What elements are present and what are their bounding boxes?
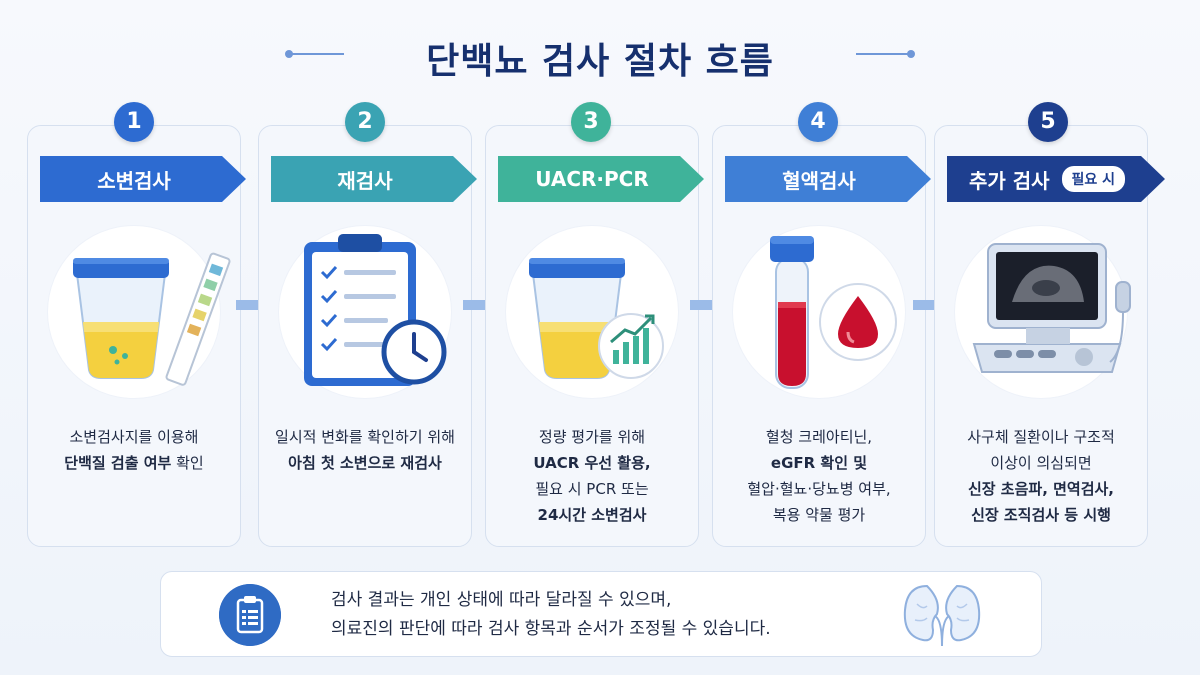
title-decoration-left (290, 53, 344, 55)
page-title: 단백뇨 검사 절차 흐름 (426, 41, 774, 82)
step-label-3: UACR·PCR (535, 167, 649, 191)
step-label-4: 혈액검사 (782, 168, 856, 193)
step-desc-4-line1: 혈청 크레아티닌, (765, 428, 873, 446)
step-label-5: 추가 검사 (968, 168, 1050, 193)
step-desc-5-line3: 신장 초음파, 면역검사, (967, 480, 1115, 498)
step-number-3: 3 (571, 102, 611, 142)
clipboard-checklist-with-clock-icon (304, 234, 447, 386)
step-desc-1-line2: 단백질 검출 여부 확인 (27, 450, 241, 476)
step-desc-2-line2: 아침 첫 소변으로 재검사 (288, 454, 442, 472)
urine-cup-and-test-strip-icon (73, 252, 231, 386)
step-number-2: 2 (345, 102, 385, 142)
title-dot-right (907, 50, 915, 58)
step-desc-4-line4: 복용 약물 평가 (772, 506, 866, 524)
step-desc-3-line3: 필요 시 PCR 또는 (535, 480, 649, 498)
step-banner-2: 재검사 (271, 156, 477, 202)
step-number-5: 5 (1028, 102, 1068, 142)
step-desc-5-line4: 신장 조직검사 등 시행 (971, 506, 1111, 524)
clipboard-icon (219, 584, 281, 646)
step-desc-3-line4: 24시간 소변검사 (537, 506, 647, 524)
title-decoration-right (856, 53, 910, 55)
footer-note: 검사 결과는 개인 상태에 따라 달라질 수 있으며, 의료진의 판단에 따라 … (160, 571, 1042, 657)
step-desc-4-line3: 혈압·혈뇨·당뇨병 여부, (747, 480, 891, 498)
step-banner-4: 혈액검사 (725, 156, 931, 202)
optional-tag: 필요 시 (1062, 166, 1126, 192)
step-desc-1-line1: 소변검사지를 이용해 (69, 428, 199, 446)
footer-line2: 의료진의 판단에 따라 검사 항목과 순서가 조정될 수 있습니다. (331, 619, 771, 639)
urine-cup-with-chart-icon (529, 258, 664, 379)
step-number-1: 1 (114, 102, 154, 142)
step-desc-3-line1: 정량 평가를 위해 (538, 428, 646, 446)
step-desc-1-highlight: 단백질 검출 여부 (64, 454, 172, 472)
title-dot-left (285, 50, 293, 58)
ultrasound-machine-icon (972, 243, 1131, 373)
step-desc-3-line2: UACR 우선 활용, (533, 454, 651, 472)
step-desc-5-line2: 이상이 의심되면 (990, 454, 1092, 472)
step-desc-1-tail: 확인 (171, 454, 204, 472)
step-desc-5: 사구체 질환이나 구조적 이상이 의심되면 신장 초음파, 면역검사, 신장 조… (934, 424, 1148, 528)
footer-line1: 검사 결과는 개인 상태에 따라 달라질 수 있으며, (331, 590, 672, 610)
kidney-icon (903, 584, 981, 647)
step-number-4: 4 (798, 102, 838, 142)
step-label-1: 소변검사 (97, 168, 171, 193)
step-label-2: 재검사 (337, 168, 393, 193)
blood-tube-and-drop-icon (770, 236, 897, 389)
step-banner-5: 추가 검사 필요 시 (947, 156, 1165, 202)
step-desc-5-line1: 사구체 질환이나 구조적 (967, 428, 1115, 446)
title-row: 단백뇨 검사 절차 흐름 (0, 26, 1200, 82)
step-desc-2: 일시적 변화를 확인하기 위해 아침 첫 소변으로 재검사 (258, 424, 472, 476)
step-banner-3: UACR·PCR (498, 156, 704, 202)
step-desc-3: 정량 평가를 위해 UACR 우선 활용, 필요 시 PCR 또는 24시간 소… (485, 424, 699, 528)
step-banner-1: 소변검사 (40, 156, 246, 202)
step-desc-4: 혈청 크레아티닌, eGFR 확인 및 혈압·혈뇨·당뇨병 여부, 복용 약물 … (712, 424, 926, 528)
footer-text: 검사 결과는 개인 상태에 따라 달라질 수 있으며, 의료진의 판단에 따라 … (331, 586, 771, 644)
step-desc-2-line1: 일시적 변화를 확인하기 위해 (275, 428, 455, 446)
step-desc-1: 소변검사지를 이용해 단백질 검출 여부 확인 (27, 424, 241, 476)
step-desc-4-line2: eGFR 확인 및 (770, 454, 868, 472)
